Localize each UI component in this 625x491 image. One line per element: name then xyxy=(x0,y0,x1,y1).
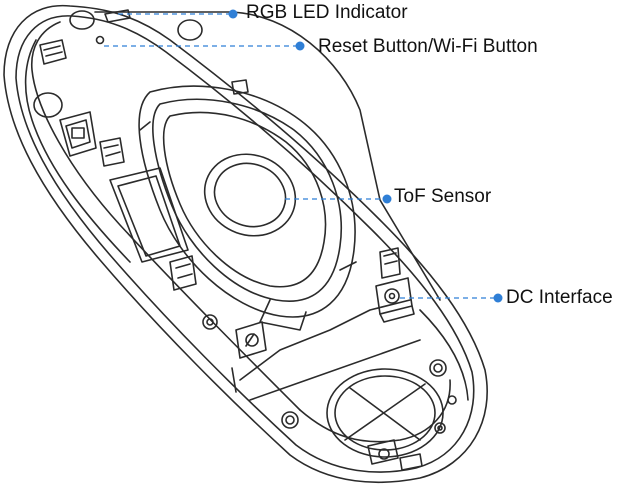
mounting-holes xyxy=(281,359,457,429)
outer-shell xyxy=(3,4,488,484)
battery-cover xyxy=(326,368,446,471)
callout-leader-lines xyxy=(104,13,497,299)
callout-label-reset-button: Reset Button/Wi-Fi Button xyxy=(318,36,538,57)
callout-dot-dc-interface xyxy=(493,293,503,303)
inner-walls xyxy=(30,11,451,443)
left-connectors xyxy=(59,111,125,167)
left-bay xyxy=(109,167,218,330)
callout-dot-rgb-led xyxy=(228,9,238,19)
screw-posts xyxy=(235,247,401,359)
callout-dot-reset-button xyxy=(295,41,305,51)
callout-dot-tof-sensor xyxy=(382,194,392,204)
callout-label-dc-interface: DC Interface xyxy=(506,287,613,308)
callout-dots xyxy=(228,9,503,303)
dc-port xyxy=(375,277,415,323)
callout-label-tof-sensor: ToF Sensor xyxy=(394,186,492,207)
tof-sensor-module xyxy=(138,85,357,331)
callout-label-rgb-led: RGB LED Indicator xyxy=(246,2,408,23)
top-openings xyxy=(33,9,249,118)
